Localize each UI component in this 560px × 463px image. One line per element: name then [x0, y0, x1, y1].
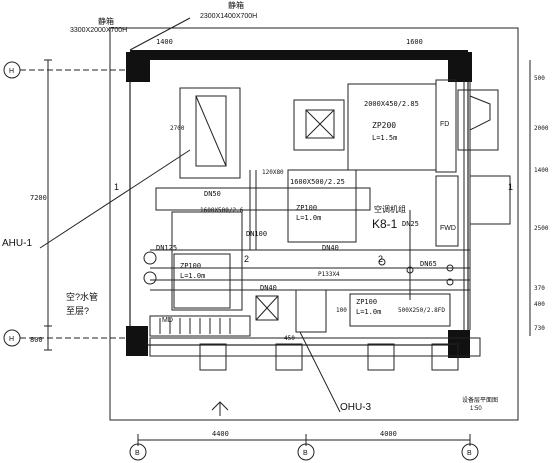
- right-static-box: [293, 99, 345, 151]
- label-dn125: DN125: [156, 244, 177, 252]
- label-static-box-right-dim: 2300X1400X700H: [200, 13, 257, 20]
- label-static-box-right: 静箱: [228, 0, 244, 10]
- label-dn40a: DN40: [322, 244, 339, 252]
- room-outline: [129, 54, 469, 346]
- arrow-icon: [211, 401, 229, 416]
- grid-bubble-b1: [129, 443, 147, 461]
- left-static-box: [179, 87, 241, 179]
- label-fwd: FWD: [440, 225, 456, 232]
- label-sec-1a: 1: [114, 182, 119, 192]
- dim-r-2000: 2000: [534, 125, 549, 132]
- label-duct-500: 500X250/2.8FD: [398, 307, 445, 314]
- outer-outline: [109, 27, 519, 421]
- label-dn40b: DN40: [260, 284, 277, 292]
- label-kb: K8-1: [372, 217, 398, 231]
- dim-top-1600: 1600: [406, 38, 423, 46]
- label-air-pipe2: 至层?: [66, 306, 89, 316]
- ohu-unit: [295, 289, 327, 333]
- dim-2700: 2700: [170, 125, 185, 132]
- column-tr: [448, 52, 472, 82]
- label-zp100a: ZP100: [296, 204, 317, 212]
- label-sec-2b: 2: [378, 254, 383, 264]
- label-grid-b2: B: [303, 450, 308, 457]
- duct-bottom: [149, 337, 481, 357]
- label-air-pipe: 空?水管: [66, 291, 98, 302]
- ahu-unit: [171, 211, 243, 311]
- label-dn50: DN50: [204, 190, 221, 198]
- label-zp100b-len: L=1.0m: [180, 272, 205, 280]
- label-sec-2: 2: [244, 254, 249, 264]
- label-static-box-left: 静箱: [98, 16, 114, 26]
- label-grid-b1: B: [135, 450, 140, 457]
- dim-100: 100: [336, 307, 347, 314]
- label-grid-h2: H: [9, 336, 14, 343]
- label-ohu: OHU-3: [340, 402, 372, 413]
- dim-bot-4400: 4400: [212, 430, 229, 438]
- dim-r-500: 500: [534, 75, 545, 82]
- label-zp100c: ZP100: [356, 298, 377, 306]
- label-sec-1b: 1: [508, 182, 513, 192]
- label-zp100c-len: L=1.0m: [356, 308, 381, 316]
- label-kb-sub: 空调机组: [374, 204, 406, 214]
- label-zp100a-len: L=1.0m: [296, 214, 321, 222]
- label-caption: 设备层平面图: [462, 396, 498, 404]
- filter-bank: [149, 315, 251, 337]
- label-p133: P133X4: [318, 271, 340, 278]
- pump-1: [143, 251, 157, 265]
- label-duct-2000: 2000X450/2.85: [364, 100, 419, 108]
- dim-left-800: 800: [30, 336, 43, 344]
- dim-r-370: 370: [534, 285, 545, 292]
- label-md: MD: [162, 317, 173, 324]
- label-static-box-left-dim: 3300X2000X700H: [70, 27, 127, 34]
- label-duct-1600: 1600X500/2.25: [290, 178, 345, 186]
- label-dn100: DN100: [246, 230, 267, 238]
- dim-r-730: 730: [534, 325, 545, 332]
- duct-mid: [155, 187, 371, 211]
- dim-r-400: 400: [534, 301, 545, 308]
- dim-bot-4000: 4000: [380, 430, 397, 438]
- label-fd: FD: [440, 121, 449, 128]
- dim-450: 450: [284, 335, 295, 342]
- top-wall: [130, 50, 468, 60]
- pump-2: [143, 271, 157, 285]
- grid-bubble-b3: [461, 443, 479, 461]
- label-grid-b3: B: [467, 450, 472, 457]
- label-duct-1600b: 1600X500/2.6: [200, 207, 244, 214]
- label-zp200-len: L=1.5m: [372, 134, 397, 142]
- label-zp100b: ZP100: [180, 262, 201, 270]
- label-v120: 120X80: [262, 169, 284, 176]
- grid-bubble-b2: [297, 443, 315, 461]
- label-dn25: DN25: [402, 220, 419, 228]
- label-zp200: ZP200: [372, 121, 396, 130]
- label-ahu: AHU-1: [2, 238, 32, 249]
- label-dn65: DN65: [420, 260, 437, 268]
- label-caption-scale: 1:50: [470, 406, 482, 412]
- column-br: [448, 330, 470, 358]
- label-grid-h1: H: [9, 68, 14, 75]
- dim-r-2500: 2500: [534, 225, 549, 232]
- dim-top-1400: 1400: [156, 38, 173, 46]
- dim-left-7200: 7200: [30, 194, 47, 202]
- dim-r-1400: 1400: [534, 167, 549, 174]
- column-bl: [126, 326, 148, 356]
- column-tl: [126, 52, 150, 82]
